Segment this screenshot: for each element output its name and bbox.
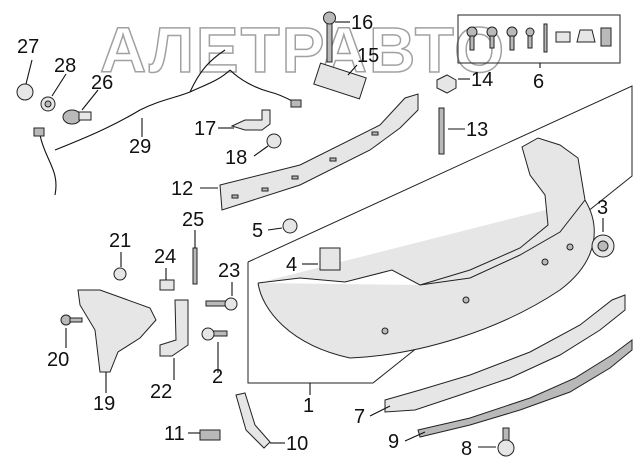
parking-sensor-holes: [381, 243, 574, 335]
reinforcement-slots: [231, 131, 379, 199]
callout-15: 15: [357, 45, 379, 67]
callout-25: 25: [182, 209, 204, 231]
callout-8: 8: [461, 438, 472, 460]
watermark-logo: АЛЕТРАВТО: [100, 14, 506, 86]
clip-11-part: [199, 429, 221, 441]
callout-18: 18: [225, 147, 247, 169]
fastener-kit-frame: [457, 14, 621, 64]
callout-17: 17: [194, 118, 216, 140]
lower-spoiler-part: [384, 294, 626, 413]
callout-14: 14: [471, 69, 493, 91]
leader-lines: [25, 21, 604, 448]
grommet-18-part: [266, 133, 282, 149]
bolt-13-part: [438, 107, 445, 155]
callout-28: 28: [54, 55, 76, 77]
callout-16: 16: [351, 12, 373, 34]
callout-6: 6: [533, 71, 544, 93]
stud-25-part: [192, 247, 198, 285]
callout-10: 10: [286, 433, 308, 455]
harness-connector-left: [33, 127, 45, 137]
bracket-4-part: [319, 247, 341, 271]
bumper-cover-part: [257, 137, 595, 359]
callout-22: 22: [150, 381, 172, 403]
callout-23: 23: [218, 260, 240, 282]
callout-11: 11: [164, 423, 185, 445]
clip-5-part: [282, 218, 298, 234]
sensor-cap-part: [16, 83, 34, 101]
callout-labels: 1 2 3 4 5 6 7 8 9 10 11 12 13 14 15 16 1…: [17, 12, 608, 460]
callout-9: 9: [388, 431, 399, 453]
callout-13: 13: [466, 119, 488, 141]
bracket-17-part: [230, 109, 271, 131]
fastener-kit-parts: [466, 23, 612, 53]
wiring-harness-part: [39, 49, 297, 196]
trim-10-part: [235, 392, 271, 449]
callout-21: 21: [109, 230, 131, 252]
bolt-16-part: [326, 17, 333, 63]
nut-21-part: [113, 267, 127, 281]
lower-trim-part: [417, 339, 633, 438]
callout-4: 4: [286, 254, 297, 276]
callout-26: 26: [91, 72, 113, 94]
grommet-24-part: [159, 279, 175, 291]
callout-19: 19: [93, 393, 115, 415]
energy-absorber-part: [313, 62, 367, 100]
bumper-reinforcement-part: [219, 93, 419, 211]
callout-24: 24: [154, 246, 176, 268]
nut-14-part: [436, 74, 457, 94]
callout-27: 27: [17, 36, 39, 58]
bracket-22-part: [159, 299, 189, 357]
harness-connector-right: [290, 99, 302, 108]
callout-12: 12: [171, 178, 193, 200]
bumper-bracket-19-part: [77, 289, 157, 373]
callout-1: 1: [303, 395, 314, 417]
callout-20: 20: [47, 349, 69, 371]
callout-3: 3: [597, 197, 608, 219]
callout-7: 7: [354, 406, 365, 428]
callout-2: 2: [212, 366, 223, 388]
parking-sensor-part: [62, 109, 82, 125]
callout-5: 5: [252, 220, 263, 242]
callout-29: 29: [129, 136, 151, 158]
